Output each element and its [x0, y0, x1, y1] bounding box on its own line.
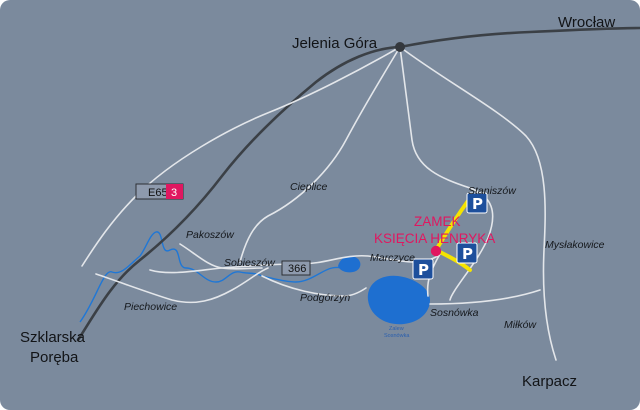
road-jg-myslakowice-karpacz[interactable]: [399, 46, 557, 361]
jelenia-gora-node[interactable]: [395, 42, 405, 52]
parking-staniszow-box: [466, 192, 488, 214]
label-myslakowice[interactable]: Mysłakowice: [545, 239, 605, 251]
shield-366-frame: [281, 260, 311, 276]
label-podgorzyn[interactable]: Podgórzyn: [300, 292, 350, 304]
parking-staniszow-label: P: [472, 195, 483, 213]
label-castle-line1[interactable]: ZAMEK: [414, 214, 461, 229]
parking-castle-box: [456, 242, 478, 264]
label-castle-line2[interactable]: KSIĘCIA HENRYKA: [374, 231, 495, 246]
shield-366-text: 366: [288, 263, 306, 275]
label-karpacz[interactable]: Karpacz: [522, 373, 577, 390]
lake-sosnowka[interactable]: [367, 275, 430, 325]
label-milkow[interactable]: Miłków: [504, 319, 538, 331]
shield-366: 366: [281, 260, 311, 276]
label-lake-line1: Zalew: [389, 326, 404, 332]
river-west: [79, 231, 263, 323]
road-sosnowka-milkow[interactable]: [429, 289, 541, 305]
parking-marczyce-box: [412, 258, 434, 280]
label-marczyce[interactable]: Marczyce: [370, 252, 415, 264]
label-jelenia-gora[interactable]: Jelenia Góra: [292, 35, 378, 52]
parking-castle-label: P: [462, 245, 473, 263]
label-piechowice[interactable]: Piechowice: [124, 301, 177, 313]
road-to-wroclaw[interactable]: [398, 26, 640, 49]
label-lake-line2: Sosnówka: [384, 333, 410, 339]
road-jg-staniszow[interactable]: [399, 46, 494, 301]
castle-marker-dot[interactable]: [430, 245, 442, 257]
label-poreba[interactable]: Poręba: [30, 349, 79, 366]
label-staniszow[interactable]: Staniszów: [468, 185, 517, 197]
small-lake: [338, 256, 361, 273]
road-west-piechowice[interactable]: [95, 267, 269, 304]
parking-sign-icon[interactable]: P: [466, 192, 488, 214]
label-szklarska[interactable]: Szklarska: [20, 329, 86, 346]
label-cieplice[interactable]: Cieplice: [290, 181, 328, 193]
road-podgorzyn[interactable]: [261, 275, 367, 297]
parking-marczyce-label: P: [418, 261, 429, 279]
shield-route3-box: [166, 184, 183, 199]
parking-sign-icon[interactable]: P: [412, 258, 434, 280]
label-sosnowka[interactable]: Sosnówka: [430, 307, 479, 319]
label-sobieszow[interactable]: Sobieszów: [224, 257, 276, 269]
shield-e65-text: E65: [148, 187, 168, 199]
shield-route3-text: 3: [171, 187, 177, 199]
label-pakoszow[interactable]: Pakoszów: [186, 229, 235, 241]
parking-sign-icon[interactable]: P: [456, 242, 478, 264]
label-wroclaw[interactable]: Wrocław: [558, 14, 615, 31]
road-jg-cieplice-sobieszow[interactable]: [239, 46, 401, 263]
shield-e65-3: E65 3: [135, 183, 184, 200]
road-jg-szklarska-north[interactable]: [81, 46, 401, 267]
